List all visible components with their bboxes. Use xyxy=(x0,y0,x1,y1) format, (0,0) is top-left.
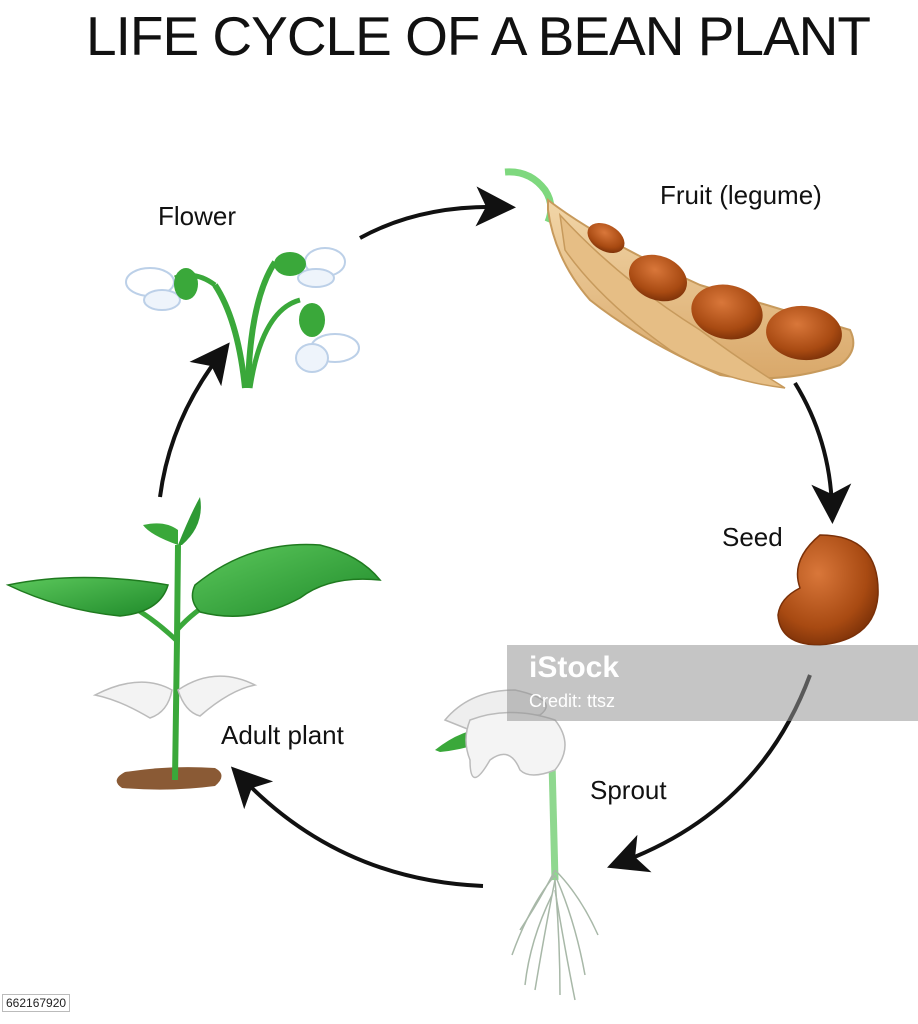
cycle-arrow-icon xyxy=(793,381,852,524)
diagram-title: LIFE CYCLE OF A BEAN PLANT xyxy=(86,5,871,67)
stage-label-fruit: Fruit (legume) xyxy=(660,180,822,210)
flower-icon xyxy=(125,247,360,389)
stock-id-badge: 662167920 xyxy=(2,994,71,1012)
bean-seed-icon xyxy=(777,534,879,646)
stage-label-adult-plant: Adult plant xyxy=(221,720,344,750)
cycle-arrow-icon xyxy=(359,186,516,240)
stage-label-seed: Seed xyxy=(722,522,783,552)
cycle-arrow-icon xyxy=(230,766,484,888)
cycle-arrow-icon xyxy=(158,342,230,498)
stage-label-sprout: Sprout xyxy=(590,775,667,805)
adult-plant-icon xyxy=(5,497,382,790)
sprout-icon xyxy=(435,689,599,1001)
watermark-credit: Credit: ttsz xyxy=(529,691,616,711)
stage-label-flower: Flower xyxy=(158,201,237,231)
bean-pod-icon xyxy=(504,168,855,389)
watermark-brand: iStock xyxy=(529,651,620,684)
watermark-banner: iStock Credit: ttsz xyxy=(507,645,918,721)
